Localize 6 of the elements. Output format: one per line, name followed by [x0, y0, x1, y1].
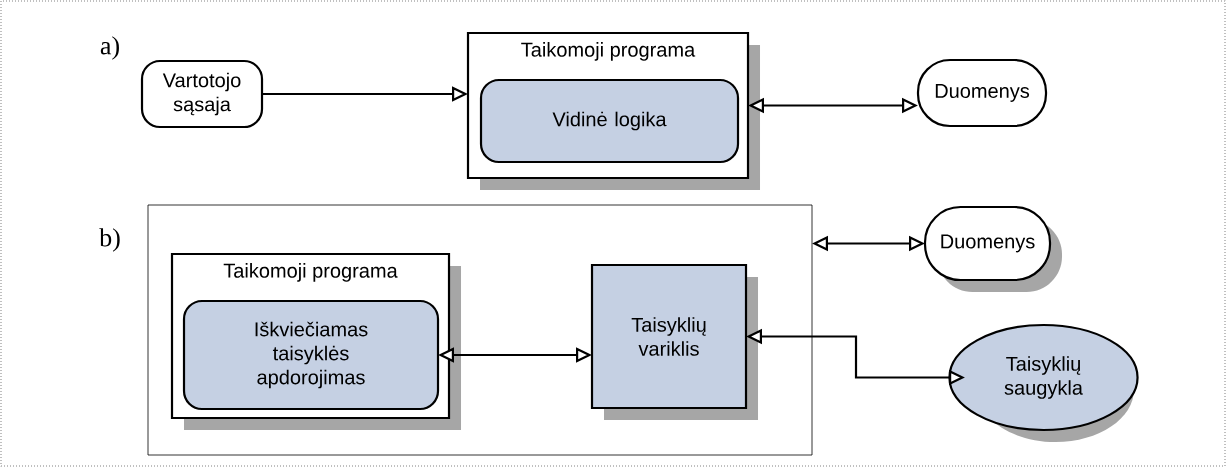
panel-label: a): [100, 36, 119, 60]
panel-label: b): [99, 228, 120, 252]
process-box: Taisyklių variklis: [590, 263, 758, 420]
rounded-box: Vidinė logika: [479, 78, 740, 164]
rounded-box: Vartotojo sąsaja: [140, 59, 264, 129]
rounded-box: Iškviečiamas taisyklės apdorojimas: [182, 299, 440, 411]
